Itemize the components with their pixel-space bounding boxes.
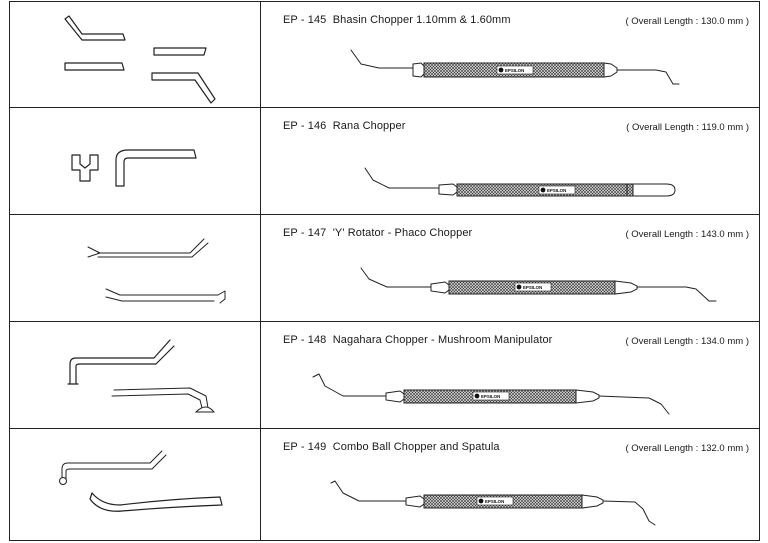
instrument-drawing: EPSILON	[360, 267, 717, 302]
overall-length: ( Overall Length : 130.0 mm )	[625, 16, 749, 27]
product-code: EP - 148	[283, 334, 327, 346]
tip-detail-drawing	[64, 15, 216, 104]
instrument-cell: EP - 146 Rana Chopper ( Overall Length :…	[261, 108, 759, 214]
instrument-drawing: EPSILON	[330, 480, 656, 526]
product-code: EP - 147	[283, 227, 327, 239]
product-title: EP - 148 Nagahara Chopper - Mushroom Man…	[283, 334, 552, 346]
brand-logo: EPSILON	[481, 394, 500, 399]
instrument-cell: EP - 149 Combo Ball Chopper and Spatula …	[261, 429, 759, 540]
brand-logo: EPSILON	[523, 285, 542, 290]
tip-detail-drawing	[67, 339, 216, 413]
product-title: EP - 147 'Y' Rotator - Phaco Chopper	[283, 227, 472, 239]
overall-length: ( Overall Length : 143.0 mm )	[625, 229, 749, 240]
tip-detail-drawing	[59, 450, 223, 512]
product-code: EP - 145	[283, 14, 327, 26]
product-title: EP - 145 Bhasin Chopper 1.10mm & 1.60mm	[283, 14, 511, 26]
instrument-cell: EP - 148 Nagahara Chopper - Mushroom Man…	[261, 322, 759, 428]
brand-logo: EPSILON	[485, 499, 504, 504]
product-name: 'Y' Rotator - Phaco Chopper	[332, 227, 473, 239]
instrument-drawing: EPSILON	[312, 373, 670, 415]
product-row-ep-147: EP - 147 'Y' Rotator - Phaco Chopper ( O…	[10, 215, 759, 322]
tip-detail-drawing	[87, 238, 226, 304]
product-row-ep-146: EP - 146 Rana Chopper ( Overall Length :…	[10, 108, 759, 215]
tip-detail-cell	[10, 322, 261, 428]
product-name: Rana Chopper	[332, 120, 406, 132]
instrument-cell: EP - 145 Bhasin Chopper 1.10mm & 1.60mm …	[261, 2, 759, 107]
instrument-catalog: EP - 145 Bhasin Chopper 1.10mm & 1.60mm …	[9, 1, 760, 541]
tip-detail-cell	[10, 2, 261, 107]
product-row-ep-145: EP - 145 Bhasin Chopper 1.10mm & 1.60mm …	[10, 1, 759, 108]
overall-length: ( Overall Length : 132.0 mm )	[625, 443, 749, 454]
product-name: Combo Ball Chopper and Spatula	[332, 441, 500, 453]
tip-detail-cell	[10, 215, 261, 321]
overall-length: ( Overall Length : 134.0 mm )	[625, 336, 749, 347]
instrument-cell: EP - 147 'Y' Rotator - Phaco Chopper ( O…	[261, 215, 759, 321]
tip-detail-drawing	[71, 149, 197, 187]
product-code: EP - 149	[283, 441, 327, 453]
tip-detail-cell	[10, 108, 261, 214]
product-title: EP - 149 Combo Ball Chopper and Spatula	[283, 441, 500, 453]
product-name: Bhasin Chopper 1.10mm & 1.60mm	[332, 14, 511, 26]
product-code: EP - 146	[283, 120, 327, 132]
product-title: EP - 146 Rana Chopper	[283, 120, 405, 132]
brand-logo: EPSILON	[505, 68, 524, 73]
instrument-drawing: EPSILON	[364, 167, 676, 197]
brand-logo: EPSILON	[547, 188, 566, 193]
tip-detail-cell	[10, 429, 261, 540]
instrument-drawing: EPSILON	[350, 49, 680, 85]
product-name: Nagahara Chopper - Mushroom Manipulator	[332, 334, 553, 346]
product-row-ep-148: EP - 148 Nagahara Chopper - Mushroom Man…	[10, 322, 759, 429]
overall-length: ( Overall Length : 119.0 mm )	[626, 122, 749, 133]
product-row-ep-149: EP - 149 Combo Ball Chopper and Spatula …	[10, 429, 759, 541]
